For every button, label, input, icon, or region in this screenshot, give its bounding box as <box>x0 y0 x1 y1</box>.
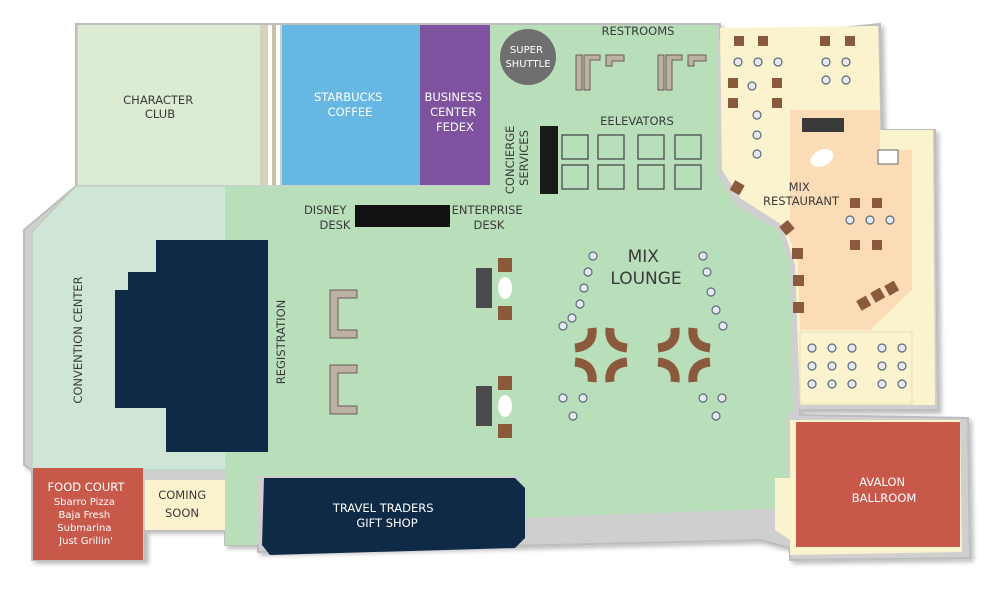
character-club-label: CHARACTER CLUB <box>123 93 197 121</box>
convention-center-label: CONVENTION CENTER <box>71 276 85 403</box>
enterprise-desk-label: ENTERPRISE DESK <box>452 203 527 232</box>
travel-traders-label: TRAVEL TRADERS GIFT SHOP <box>332 501 437 530</box>
mix-restaurant-label: MIX RESTAURANT <box>763 180 840 208</box>
registration-label: REGISTRATION <box>274 300 288 384</box>
avalon-ballroom-room[interactable] <box>796 422 960 547</box>
coming-soon-area[interactable] <box>145 480 225 530</box>
travel-traders-gift-shop[interactable] <box>262 478 525 555</box>
super-shuttle-marker[interactable] <box>500 29 556 85</box>
mix-lounge-label: MIX LOUNGE <box>610 247 681 289</box>
business-center-label: BUSINESS CENTER FEDEX <box>424 90 485 134</box>
concierge-desk <box>540 126 558 194</box>
restaurant-center-table <box>810 149 834 167</box>
starbucks-label: STARBUCKS COFFEE <box>314 90 386 119</box>
avalon-ballroom-label: AVALON BALLROOM <box>852 475 917 505</box>
restaurant-bar <box>802 118 844 132</box>
business-center-area[interactable] <box>420 25 490 185</box>
elevators-label: EELEVATORS <box>600 114 674 128</box>
concierge-label: CONCIERGE SERVICES <box>503 122 531 194</box>
lounge-sofas <box>329 289 358 415</box>
divider-column <box>260 25 268 185</box>
starbucks-coffee-area[interactable] <box>282 25 420 185</box>
disney-desk-label: DISNEY DESK <box>304 203 351 232</box>
character-club-area[interactable] <box>78 25 260 185</box>
lounge-curved-benches <box>574 327 711 383</box>
registration-area[interactable] <box>115 240 268 452</box>
restaurant-tables <box>733 57 907 389</box>
food-court-label: FOOD COURT <box>48 480 126 494</box>
food-court-area[interactable] <box>33 468 143 560</box>
disney-enterprise-desk <box>355 205 450 227</box>
food-court-vendors: Sbarro Pizza Baja Fresh Submarina Just G… <box>54 497 118 547</box>
lounge-tables <box>558 251 728 421</box>
divider-column <box>272 25 276 185</box>
restroom-fixtures <box>575 54 707 91</box>
restaurant-grid-fixture <box>877 149 899 165</box>
coming-soon-label: COMING SOON <box>158 488 210 520</box>
lounge-seating-dark <box>476 258 512 438</box>
elevator-bank[interactable] <box>561 134 702 190</box>
super-shuttle-label: SUPER SHUTTLE <box>505 45 550 70</box>
restrooms-label: RESTROOMS <box>602 24 675 38</box>
restaurant-booths <box>728 36 900 313</box>
